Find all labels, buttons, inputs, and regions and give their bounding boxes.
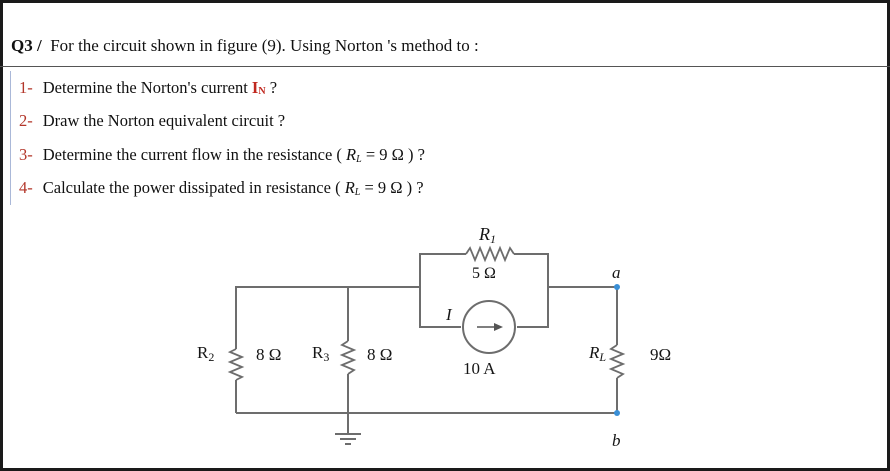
question-number: Q3 / bbox=[11, 36, 42, 55]
item-rest: = 9 Ω ) ? bbox=[361, 145, 425, 164]
ground-icon bbox=[335, 433, 361, 445]
rl-label: RL bbox=[588, 343, 606, 364]
load-resistance-symbol: RL bbox=[346, 145, 362, 165]
r3-value: 8 Ω bbox=[367, 345, 392, 364]
r2-label: R2 bbox=[197, 343, 214, 364]
item-text: Determine the current flow in the resist… bbox=[42, 145, 347, 164]
top-wire-right bbox=[548, 286, 618, 345]
rl-value: 9Ω bbox=[650, 345, 671, 364]
item-number: 2- bbox=[19, 111, 33, 130]
item-rest: = 9 Ω ) ? bbox=[360, 178, 424, 197]
r2-value: 8 Ω bbox=[256, 345, 281, 364]
terminal-b-dot bbox=[614, 410, 620, 416]
current-source-icon bbox=[462, 300, 516, 354]
list-item-2: 2- Draw the Norton equivalent circuit ? bbox=[19, 111, 285, 131]
item-end: ? bbox=[265, 78, 278, 97]
terminal-a-label: a bbox=[612, 263, 621, 282]
item-text: Determine the Norton's current bbox=[42, 78, 252, 97]
rl-resistor bbox=[608, 344, 626, 379]
item-number: 4- bbox=[19, 178, 33, 197]
item-text: Draw the Norton equivalent circuit ? bbox=[42, 111, 286, 130]
r3-label: R3 bbox=[312, 343, 329, 364]
terminal-a-dot bbox=[614, 284, 620, 290]
load-resistance-symbol: RL bbox=[344, 178, 361, 198]
question-text: For the circuit shown in figure (9). Usi… bbox=[50, 36, 479, 55]
list-item-1: 1- Determine the Norton's current IN ? bbox=[19, 78, 277, 98]
question-title: Q3 / For the circuit shown in figure (9)… bbox=[11, 36, 479, 56]
r1-branch-wire bbox=[419, 253, 466, 328]
list-item-3: 3- Determine the current flow in the resi… bbox=[19, 145, 425, 165]
r1-resistor bbox=[465, 245, 515, 263]
terminal-b-label: b bbox=[612, 431, 621, 450]
r1-branch-wire-right bbox=[514, 253, 549, 328]
source-label: I bbox=[445, 305, 453, 324]
r1-value: 5 Ω bbox=[472, 265, 496, 282]
current-arrowhead-icon bbox=[494, 323, 503, 331]
r1-label: R1 bbox=[478, 224, 496, 246]
item-text: Calculate the power dissipated in resist… bbox=[42, 178, 345, 197]
item-number: 1- bbox=[19, 78, 33, 97]
list-item-4: 4- Calculate the power dissipated in resi… bbox=[19, 178, 424, 198]
header-divider bbox=[0, 66, 890, 67]
r3-resistor bbox=[339, 340, 357, 375]
item-number: 3- bbox=[19, 145, 33, 164]
r2-resistor bbox=[227, 348, 245, 381]
source-value: 10 A bbox=[463, 359, 496, 378]
norton-current-symbol: IN bbox=[251, 78, 266, 97]
items-margin-line bbox=[10, 71, 11, 205]
top-wire-left bbox=[235, 286, 420, 349]
